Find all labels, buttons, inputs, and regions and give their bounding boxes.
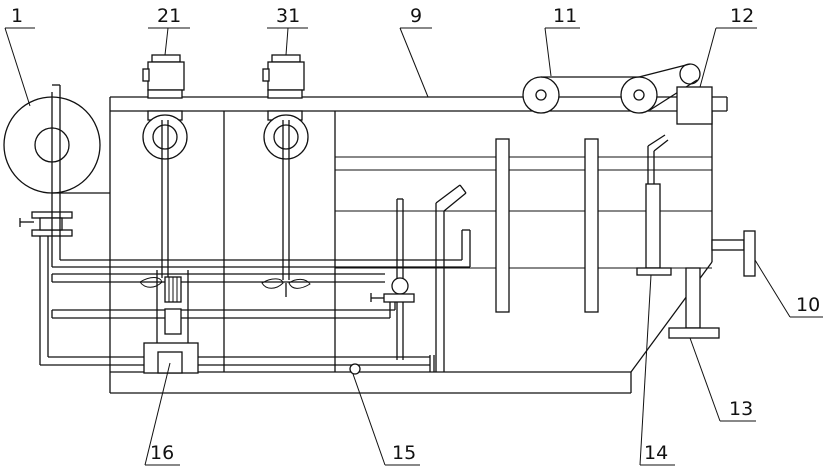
baffle-plates [495,138,599,313]
label-14: 14 [644,442,668,464]
pump-valve [370,198,415,360]
label-10: 10 [796,294,820,316]
drain-valve-15 [349,363,361,375]
belt-drive-11 [522,63,701,114]
label-13: 13 [729,398,753,420]
leader-lines [4,27,823,466]
inlet-pipe [435,184,467,372]
central-column [156,270,189,345]
motor-21 [139,54,188,288]
left-outlet-pipe [39,236,144,366]
label-15: 15 [392,442,416,464]
label-16: 16 [150,442,174,464]
tank-body [109,96,728,394]
outlet-flange-10 [711,230,756,277]
support-leg-13 [668,267,720,339]
label-12: 12 [730,5,754,27]
label-1: 1 [11,5,23,27]
motor-31 [261,54,311,297]
label-11: 11 [553,5,577,27]
label-21: 21 [157,5,181,27]
drum-1 [3,84,110,194]
aerator-16 [143,342,435,374]
label-31: 31 [276,5,300,27]
label-9: 9 [410,5,422,27]
middle-pipes [51,273,396,319]
probe-14 [636,134,672,276]
left-valve [19,211,73,237]
upper-internal-pipe [51,193,471,268]
motor-12 [676,86,713,125]
